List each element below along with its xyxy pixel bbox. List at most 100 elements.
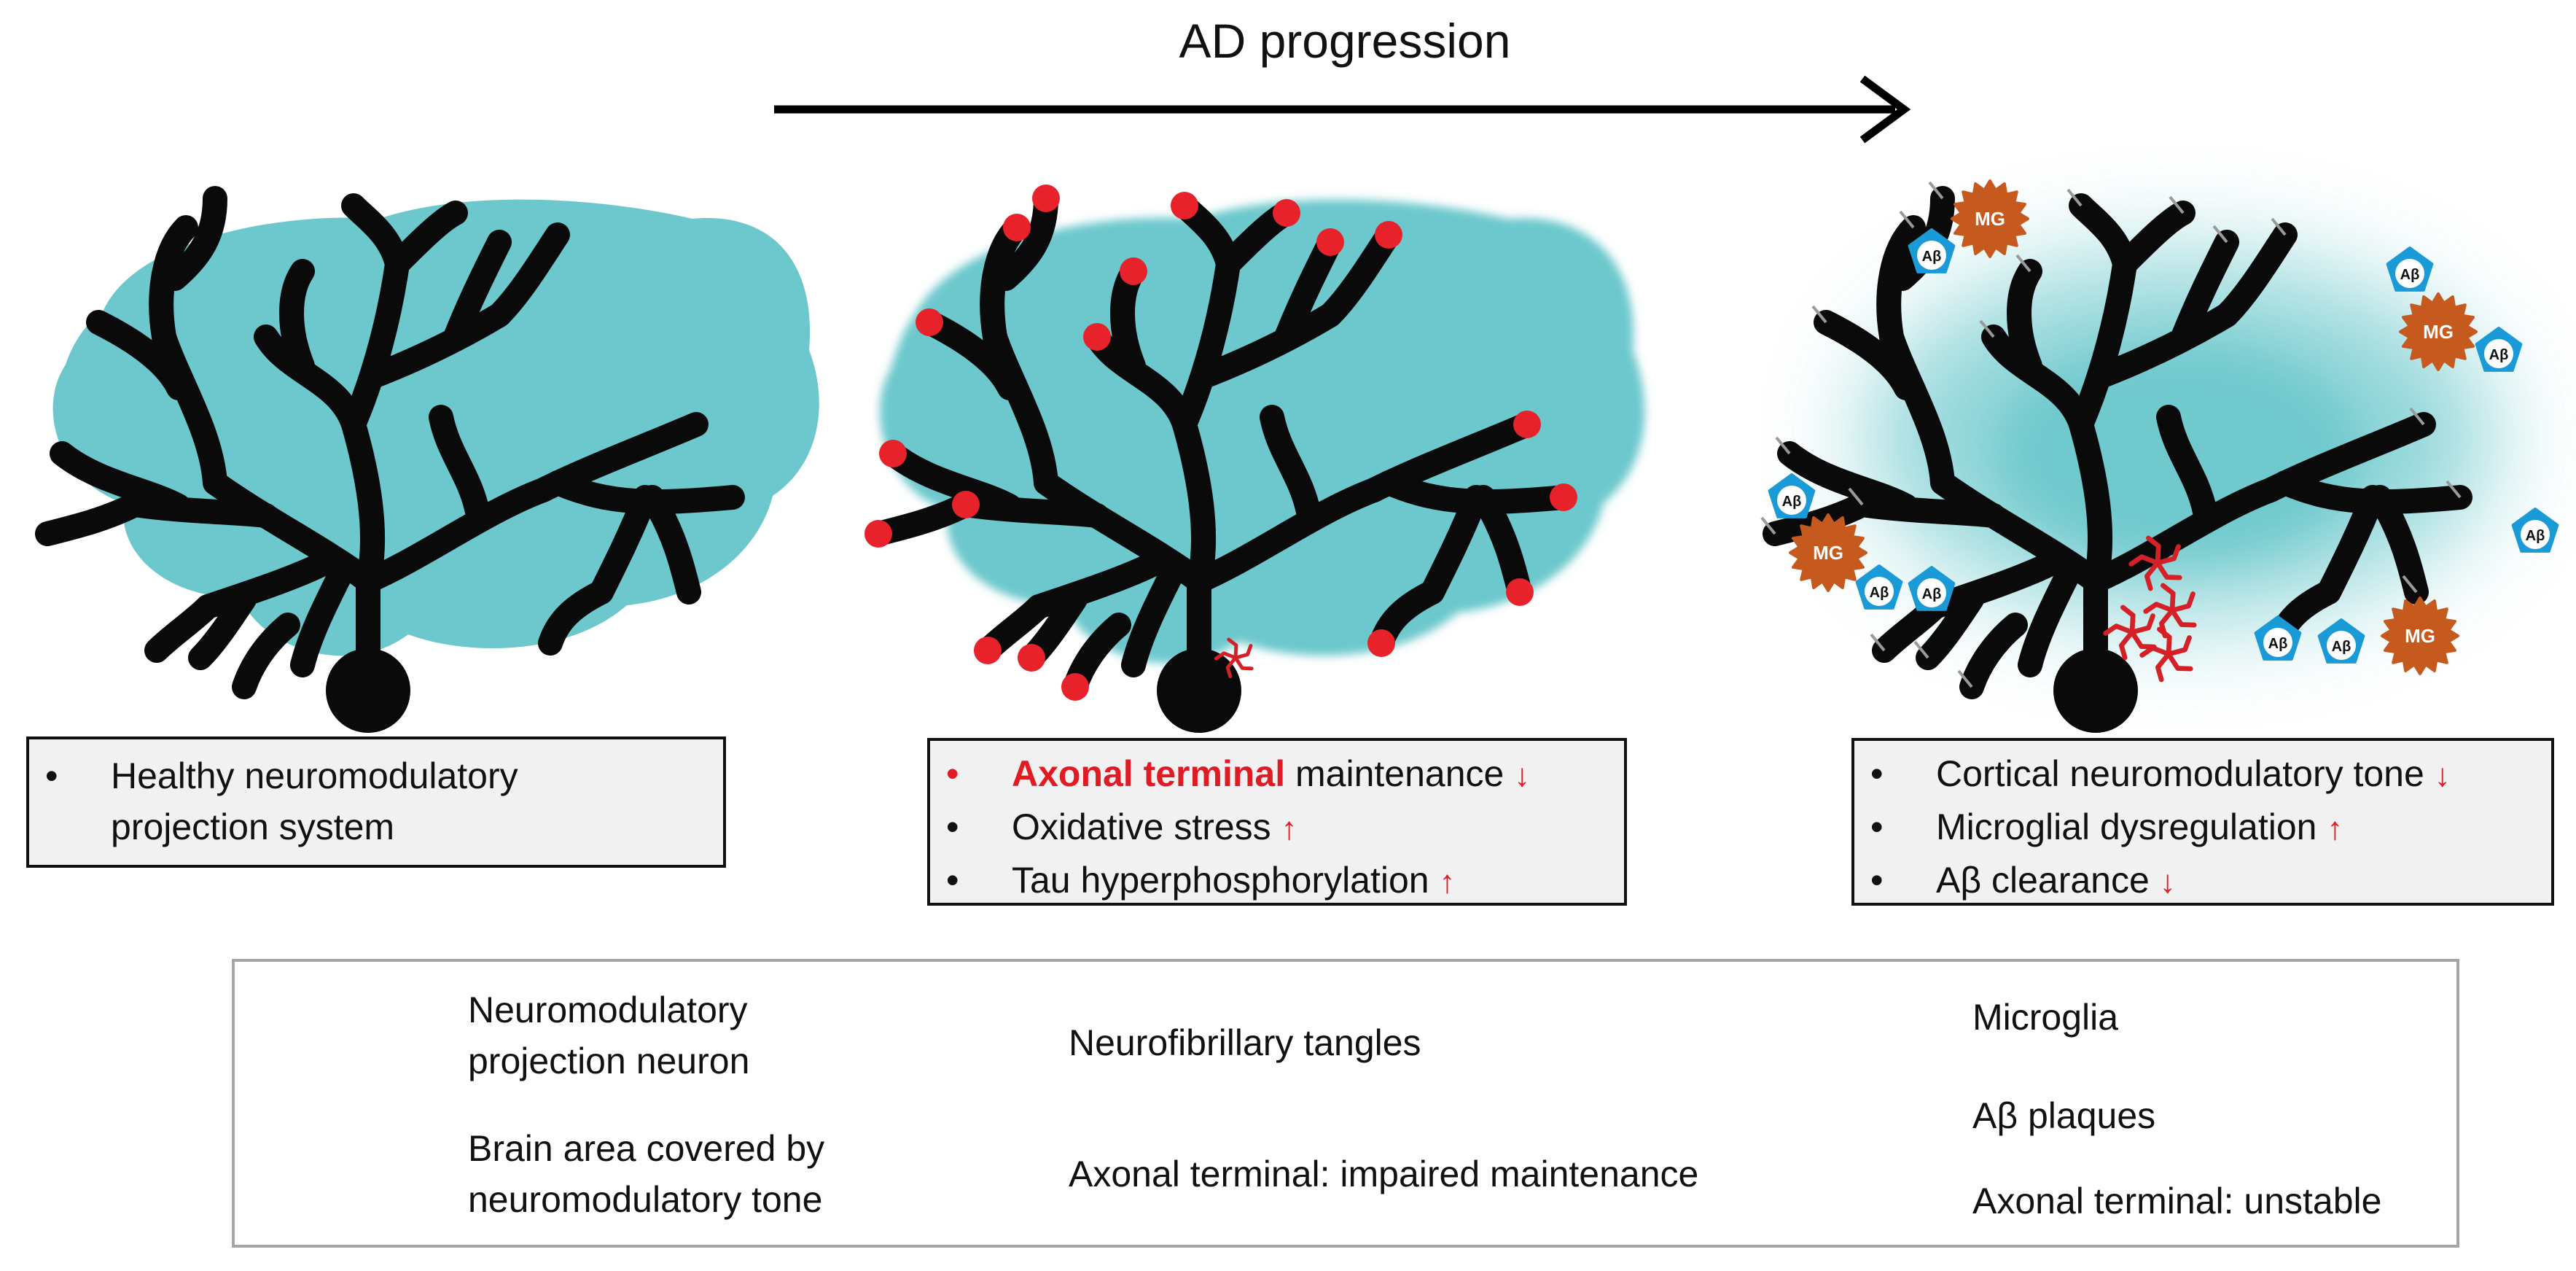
neuron-branch [2083,478,2283,594]
neuron-branch [290,565,351,677]
neuron-branch [2214,222,2298,327]
neuron-healthy [35,186,745,733]
tangle-arm [2157,626,2172,657]
neuron-branch [2018,565,2079,677]
unstable-terminal [1775,436,1791,455]
down-arrow-icon: ↓ [1514,758,1531,793]
neuron-branch [1872,594,1948,663]
tangle-icon [2139,626,2193,683]
neuron-branch [2007,259,2042,378]
neuron-branch [1121,565,1182,677]
tangle-arm [1233,656,1254,671]
neuron-branch [1172,412,1217,594]
caption-line: •Aβ clearance ↓ [1870,860,2176,901]
tangle-arm [2118,629,2135,661]
tangle-arm [2169,591,2196,613]
neuron-branch [163,186,227,291]
unstable-terminal [1928,181,1944,200]
plaque-badge: Aβ [1922,586,1942,602]
impaired-terminal [1375,221,1402,249]
neuron-branch [1026,551,1168,619]
neuron-branch [152,324,227,495]
microglia-icon: MG [2381,596,2459,675]
unstable-terminal [1811,305,1827,324]
unstable-terminal [1957,669,1973,688]
plaque-badge: Aβ [1870,585,1889,601]
legend-neuron-label: Neuromodulatory projection neuron [468,990,750,1081]
plaque-badge: Aβ [2268,636,2288,652]
microglia-badge: MG [1813,542,1843,564]
impaired-terminal [916,308,943,336]
impaired-terminal [1506,578,1534,606]
down-arrow-icon: ↓ [2159,864,2176,900]
plaque-badge: Aβ [2489,347,2509,363]
neuron-soma [326,648,410,733]
impaired-terminal [1273,199,1300,227]
legend [232,959,2459,1248]
up-arrow-icon: ↑ [1439,864,1456,900]
plaque-icon: Aβ [1908,566,1956,611]
tangle-icon [2128,535,2182,591]
plaque-icon: Aβ [2511,508,2559,553]
neuron-branch [188,587,257,670]
microglia-icon: MG [1789,513,1867,592]
unstable-terminal [2066,188,2083,207]
tangle-icon [2103,605,2157,661]
tangle-arm [2103,623,2135,636]
neuron-branch [50,441,191,518]
microglia-badge: MG [2423,321,2454,343]
tangle-arm [2128,554,2161,567]
neuron-branch [1879,324,1955,495]
progression-title: AD progression [1179,14,1511,68]
impaired-terminal [864,520,892,548]
tangle-arm [1214,651,1238,661]
neuron-branch [1777,441,1919,518]
neuron-branch [2069,252,2137,437]
plaque-core [2395,259,2424,288]
plaque-badge: Aβ [1922,249,1942,265]
neuron-branch [341,412,386,594]
unstable-terminal [2446,480,2462,499]
caption-line: projection system [111,806,395,847]
plaque-core [2484,339,2513,368]
neuron-branch [359,303,512,389]
unstable-terminal [1979,319,1995,338]
caption-line: •Healthy neuromodulatory [45,755,518,796]
plaque-core [1917,241,1946,270]
tangle-arm [2155,544,2181,566]
impaired-terminal [1061,673,1089,701]
neuron-branch [385,201,468,276]
impaired-terminal [1513,411,1541,438]
plaque-group: Aβ Aβ Aβ Aβ Aβ Aβ Aβ Aβ Aβ [1768,228,2559,664]
unstable-terminal [2409,407,2425,426]
neuron-branch [1916,587,1984,670]
unstable-terminal [1760,516,1776,535]
neuron-branch [2368,485,2429,605]
tangle-arm [2139,645,2171,658]
neuron-branch [2112,201,2196,276]
neuron-impaired [864,184,1577,733]
neuron-branch [1930,470,2108,594]
tangle-arm [2129,613,2155,635]
caption-line: •Oxidative stress ↑ [946,806,1297,847]
plaque-core [2263,628,2292,657]
neuron-branch [1190,303,1343,389]
panel-healthy-caption: •Healthy neuromodulatory projection syst… [26,736,726,868]
impaired-terminal [1171,192,1198,219]
tangle-arm [2143,602,2175,614]
plaque-icon: Aβ [2317,618,2365,664]
tangle-arm [1233,644,1253,660]
impaired-terminal [1018,644,1045,672]
caption-line: •Tau hyperphosphorylation ↑ [946,860,1456,901]
microglia-body [2399,292,2478,371]
impaired-terminal [1367,629,1395,657]
impaired-terminal [974,637,1002,664]
plaque-badge: Aβ [2526,528,2545,544]
neuron-branch [1110,259,1146,378]
unstable-terminal [1848,487,1864,506]
plaque-icon: Aβ [2386,246,2434,292]
unstable-terminal [1899,210,1915,229]
tangle-arm [2169,607,2197,628]
neuron-branch [983,324,1058,495]
neuron-branch [487,222,570,327]
